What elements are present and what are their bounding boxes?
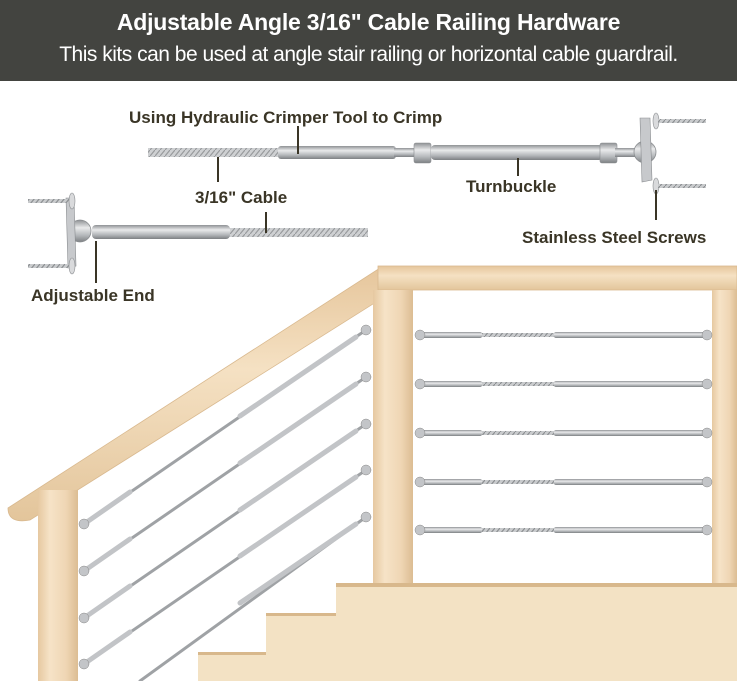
mounting-bracket (639, 117, 653, 183)
top-handrail (377, 265, 737, 291)
turnbuckle-assembly (148, 112, 706, 195)
stairs (198, 583, 737, 681)
crimp-leader-line (297, 126, 299, 154)
adjustable-end-leader-line (95, 241, 97, 283)
horizontal-cable-runs (414, 329, 713, 536)
horizontal-cable-run (414, 329, 713, 341)
header-banner: Adjustable Angle 3/16" Cable Railing Har… (0, 0, 737, 81)
crimp-stud (278, 146, 396, 159)
horizontal-cable-run (414, 524, 713, 536)
hex-nut (413, 142, 432, 164)
horizontal-cable-run (414, 378, 713, 390)
cable-segment (228, 228, 368, 237)
screw-icon (28, 192, 76, 210)
adjustable-end-callout-label: Adjustable End (31, 286, 155, 305)
left-post (38, 490, 78, 681)
horizontal-cable-run (414, 476, 713, 488)
stair-cable-run (78, 371, 372, 577)
screw-icon (652, 112, 706, 130)
horizontal-cable-run (414, 427, 713, 439)
stair-cable-run (78, 324, 372, 530)
right-post (712, 290, 737, 586)
screws-leader-line (655, 190, 657, 220)
page-title: Adjustable Angle 3/16" Cable Railing Har… (116, 9, 621, 35)
crimp-stud (92, 225, 230, 239)
stair-cable-run (78, 464, 372, 670)
adjustable-end-assembly (28, 192, 368, 275)
stair-cable-run (78, 418, 372, 624)
page-subtitle: This kits can be used at angle stair rai… (59, 43, 678, 66)
stair-cable-run (138, 511, 372, 681)
screws-callout-label: Stainless Steel Screws (522, 228, 707, 247)
screw-icon (28, 257, 76, 275)
middle-post (373, 290, 413, 586)
cable-leader-line-lower (265, 212, 267, 233)
screw-icon (652, 177, 706, 195)
crimp-callout-label: Using Hydraulic Crimper Tool to Crimp (129, 108, 443, 127)
stair-cable-runs (78, 324, 372, 681)
cable-segment (148, 148, 280, 157)
turnbuckle-callout-label: Turnbuckle (466, 177, 557, 196)
cable-callout-label: 3/16" Cable (195, 188, 288, 207)
turnbuckle-body (431, 145, 603, 160)
cable-leader-line (217, 157, 219, 182)
hex-nut (599, 142, 618, 164)
turnbuckle-leader-line (517, 158, 519, 176)
